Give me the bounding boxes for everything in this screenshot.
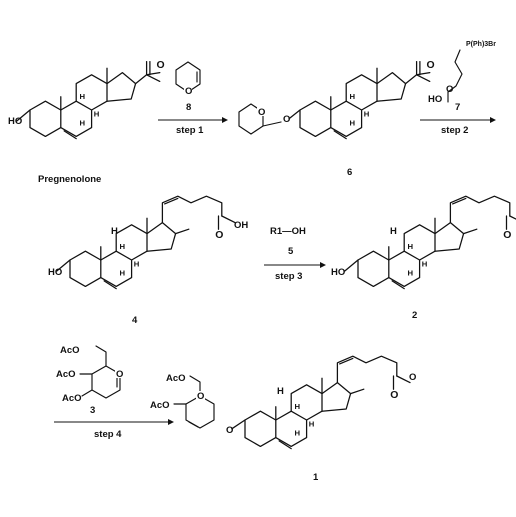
- label-r1-oh: R1—OH: [270, 226, 306, 237]
- atom-o: O: [157, 60, 165, 71]
- label-compound-1: 1: [313, 472, 319, 483]
- label-phosphonium: P(Ph)3Br: [466, 41, 496, 48]
- label-step-3: step 3: [275, 271, 302, 282]
- atom-aco-1b: AcO: [150, 400, 170, 411]
- svg-text:O: O: [215, 230, 223, 241]
- atom-h-4: H: [111, 226, 118, 237]
- svg-text:O: O: [197, 391, 204, 402]
- label-reagent-3: 3: [90, 405, 95, 416]
- glucal-3: O: [79, 345, 124, 399]
- atom-o-1: O: [226, 425, 233, 436]
- svg-text:O: O: [427, 60, 435, 71]
- atom-aco-3a: AcO: [60, 345, 80, 356]
- atom-aco-3c: AcO: [62, 393, 82, 404]
- thp-ring: O: [238, 103, 282, 135]
- svg-text:O: O: [185, 86, 192, 97]
- atom-oh-4: OH: [234, 220, 248, 231]
- label-reagent-7: 7: [455, 102, 460, 113]
- svg-text:O: O: [503, 230, 511, 241]
- atom-ho-2: HO: [428, 94, 442, 105]
- atom-ho-1: HO: [8, 116, 22, 127]
- label-compound-6: 6: [347, 167, 352, 178]
- label-compound-4: 4: [132, 315, 138, 326]
- label-step-1: step 1: [176, 125, 204, 136]
- label-reagent-5: 5: [288, 246, 294, 257]
- atom-ho-2b: HO: [331, 267, 345, 278]
- label-compound-2: 2: [412, 310, 417, 321]
- atom-aco-1a: AcO: [166, 373, 186, 384]
- label-step-4: step 4: [94, 429, 122, 440]
- glucoside-ring: O: [173, 375, 215, 429]
- svg-text:O: O: [258, 107, 265, 118]
- atom-aco-3b: AcO: [56, 369, 76, 380]
- atom-h-1: H: [277, 386, 284, 397]
- atom-o-ester-1: O: [409, 372, 416, 383]
- svg-text:O: O: [446, 84, 453, 95]
- label-pregnenolone: Pregnenolone: [38, 174, 101, 185]
- label-reagent-8: 8: [186, 102, 191, 113]
- dihydropyran-icon: O: [175, 61, 201, 97]
- label-step-2: step 2: [441, 125, 468, 136]
- svg-text:O: O: [390, 390, 398, 401]
- atom-h-2: H: [390, 226, 397, 237]
- atom-o-thp: O: [283, 114, 290, 125]
- atom-ho-4: HO: [48, 267, 62, 278]
- svg-text:O: O: [116, 369, 123, 380]
- phosphonium-chain: [447, 49, 463, 93]
